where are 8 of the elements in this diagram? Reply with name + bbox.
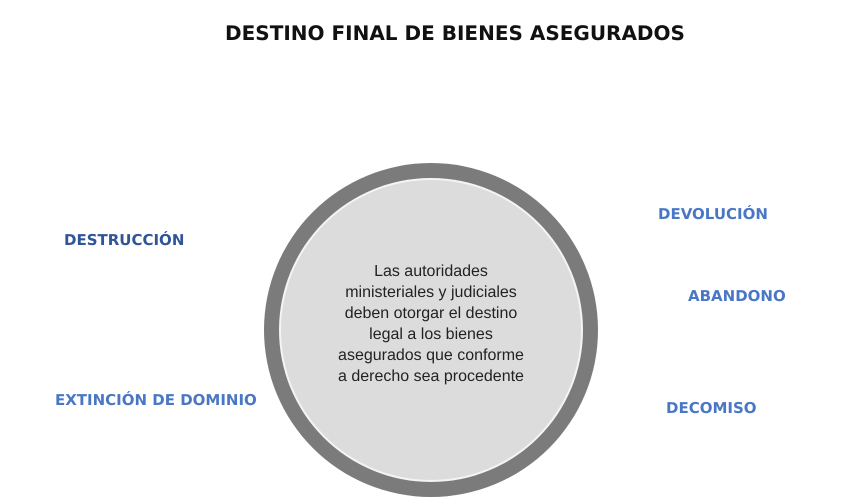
diagram-title: DESTINO FINAL DE BIENES ASEGURADOS — [224, 21, 686, 45]
category-label: DECOMISO — [666, 399, 757, 417]
category-label: ABANDONO — [688, 287, 786, 305]
category-label: DEVOLUCIÓN — [658, 205, 768, 223]
circle-text: Las autoridades ministeriales y judiciales deben otorgar el destino legal a los bienes asegurados que conforme a derecho sea procedente — [337, 262, 525, 387]
info-circle — [264, 163, 598, 497]
category-label: EXTINCIÓN DE DOMINIO — [55, 391, 257, 409]
category-label: DESTRUCCIÓN — [64, 231, 184, 249]
